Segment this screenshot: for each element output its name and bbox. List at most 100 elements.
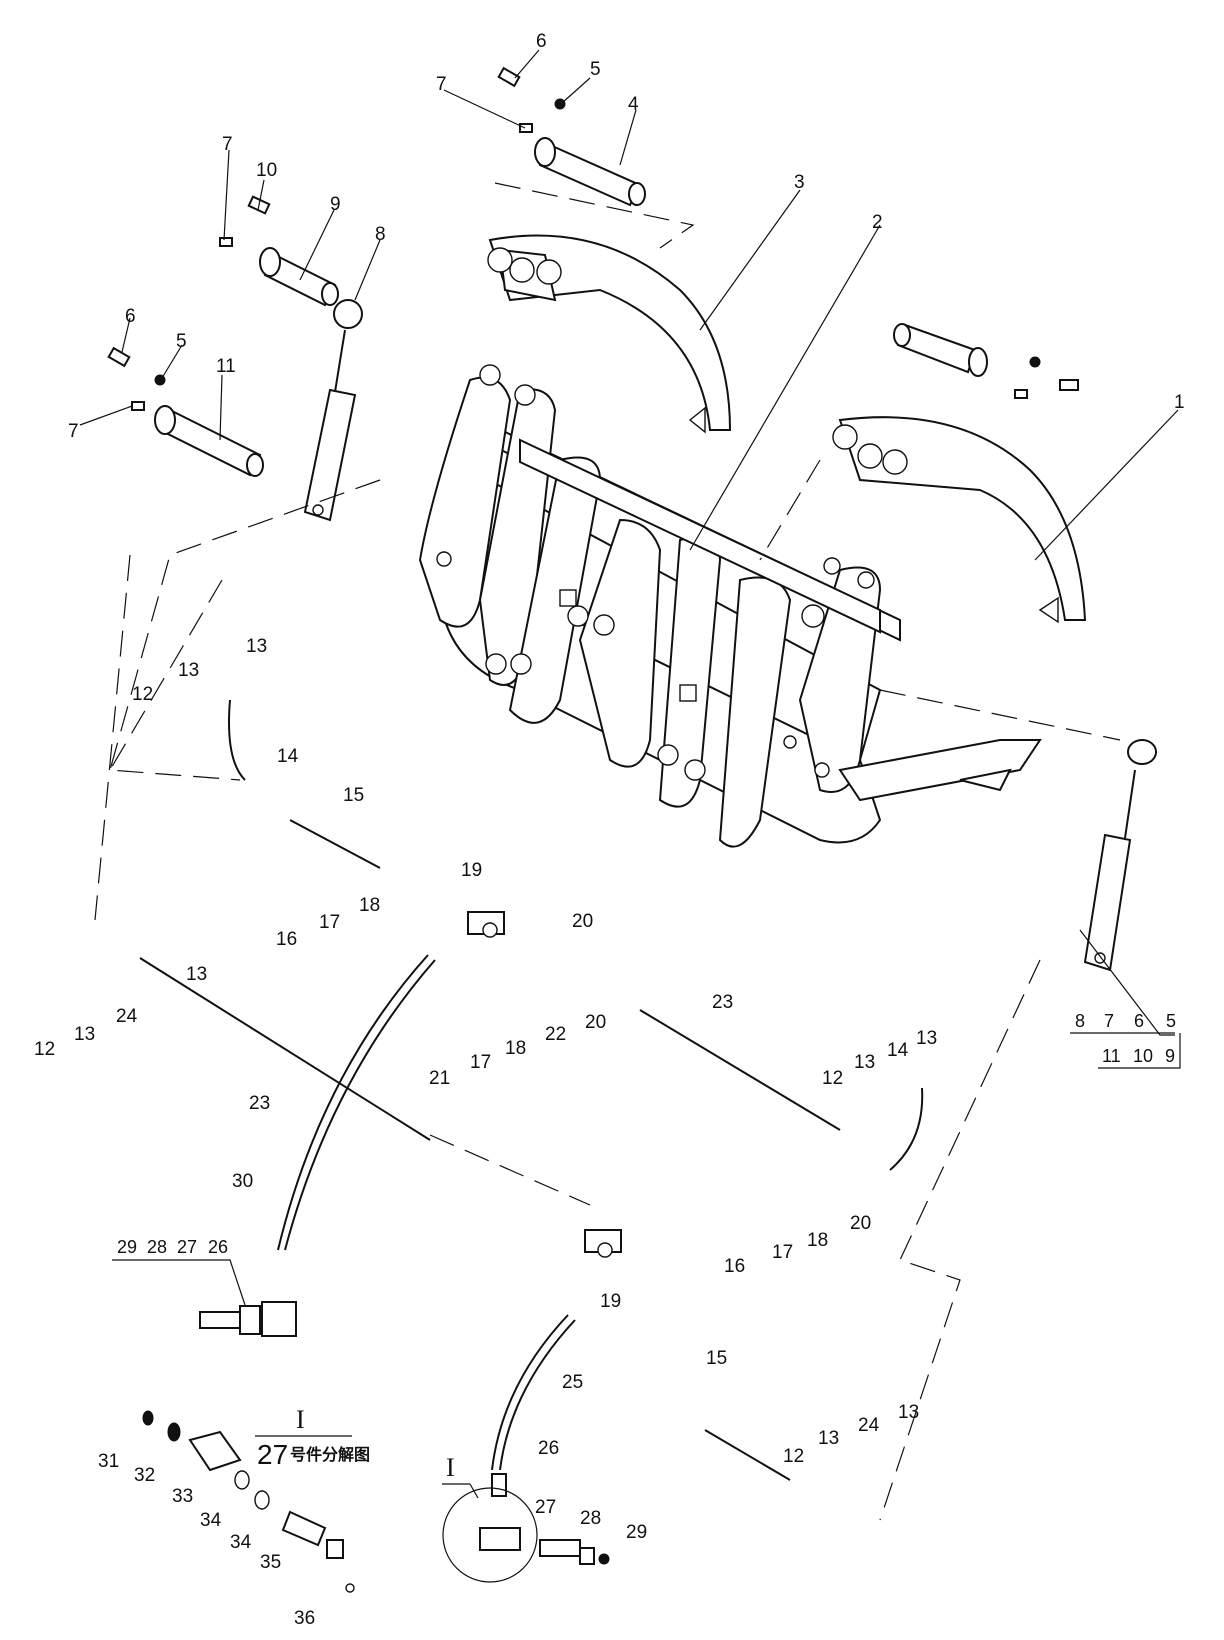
pin-part-4 [534,137,646,207]
callout-15: 15 [706,1348,727,1369]
tee-block-upper [467,911,505,938]
callout-2: 2 [872,212,883,233]
callout-7: 7 [222,134,233,155]
callout-14: 14 [887,1040,909,1061]
right-cylinder [1083,739,1157,972]
callout-16: 16 [276,929,297,950]
callout-14: 14 [277,746,299,767]
right-clamp-arm-part-1 [832,416,1087,624]
callout-1: 1 [1174,392,1185,413]
detail-title-roman: I [296,1405,305,1434]
callout-30: 30 [232,1171,253,1192]
callout-34: 34 [230,1532,252,1553]
callout-24: 24 [116,1006,138,1027]
callout-7: 7 [68,421,79,442]
group-label-9: 9 [1165,1046,1175,1066]
leader-lines [79,49,1179,1036]
callout-12: 12 [783,1446,804,1467]
callout-9: 9 [330,194,341,215]
callout-27: 27 [535,1497,556,1518]
callout-3: 3 [794,172,805,193]
callout-13: 13 [898,1402,919,1423]
left-cylinder [303,299,363,522]
callout-5: 5 [590,59,601,80]
callout-26: 26 [538,1438,559,1459]
tee-block-lower [584,1229,622,1258]
group-label-11: 11 [1102,1046,1121,1066]
callout-35: 35 [260,1552,281,1573]
callout-6: 6 [536,31,547,52]
group-label-8: 8 [1075,1011,1085,1031]
callout-33: 33 [172,1486,193,1507]
group-label-5: 5 [1166,1011,1176,1031]
detail-exploded-parts [142,1410,355,1593]
callout-21: 21 [429,1068,450,1089]
callout-34: 34 [200,1510,222,1531]
callout-25: 25 [562,1372,583,1393]
detail-title-number: 27 [257,1439,288,1470]
callout-36: 36 [294,1608,315,1629]
callout-20: 20 [585,1012,606,1033]
group-label-28: 28 [147,1237,167,1257]
callout-11: 11 [216,356,236,377]
callout-31: 31 [98,1451,119,1472]
callout-17: 17 [319,912,340,933]
callout-13: 13 [854,1052,875,1073]
callout-20: 20 [850,1213,871,1234]
callout-labels: 1 2 3 4 5 6 7 8 9 10 7 6 5 11 7 13 13 12… [34,31,1185,1629]
group-label-27: 27 [177,1237,197,1257]
pin-part-11 [154,405,264,477]
callout-18: 18 [807,1230,828,1251]
callout-13: 13 [916,1028,937,1049]
callout-12: 12 [132,684,153,705]
callout-12: 12 [822,1068,843,1089]
callout-20: 20 [572,911,593,932]
callout-28: 28 [580,1508,601,1529]
detail-title-text: 号件分解图 [290,1445,370,1464]
callout-4: 4 [628,94,639,115]
right-pin [893,323,988,377]
callout-17: 17 [470,1052,491,1073]
group-label-10: 10 [1133,1046,1153,1066]
group-label-26: 26 [208,1237,228,1257]
callout-16: 16 [724,1256,745,1277]
callout-19: 19 [600,1291,621,1312]
callout-13: 13 [74,1024,95,1045]
left-fitting-label: 29 28 27 26 [112,1237,246,1306]
callout-29: 29 [626,1522,647,1543]
right-group-label: 8 7 6 5 11 10 9 [1070,1011,1181,1069]
group-label-7: 7 [1104,1011,1114,1031]
hydraulic-lines [139,699,924,1481]
detail-marker-I: I [446,1453,455,1482]
dashed-assembly-lines [94,182,1121,1521]
callout-18: 18 [359,895,380,916]
callout-22: 22 [545,1024,566,1045]
detail-title: I 27 号件分解图 [255,1405,370,1470]
callout-7: 7 [436,74,447,95]
group-label-6: 6 [1134,1011,1144,1031]
callout-13: 13 [246,636,267,657]
callout-15: 15 [343,785,364,806]
callout-19: 19 [461,860,482,881]
left-fitting-assembly [199,1301,297,1337]
bottom-fitting-assembly [479,1473,610,1565]
callout-8: 8 [375,224,386,245]
callout-10: 10 [256,160,277,181]
callout-23: 23 [249,1093,270,1114]
fork-frame-part-2 [418,364,1042,848]
callout-23: 23 [712,992,733,1013]
pin-part-9 [259,247,339,307]
callout-18: 18 [505,1038,526,1059]
detail-marker: I [442,1453,479,1499]
callout-13: 13 [818,1428,839,1449]
callout-6: 6 [125,306,136,327]
callout-13: 13 [186,964,207,985]
callout-32: 32 [134,1465,155,1486]
upper-clamp-arm-part-3 [487,234,732,434]
callout-12: 12 [34,1039,55,1060]
callout-5: 5 [176,331,187,352]
callout-17: 17 [772,1242,793,1263]
callout-13: 13 [178,660,199,681]
